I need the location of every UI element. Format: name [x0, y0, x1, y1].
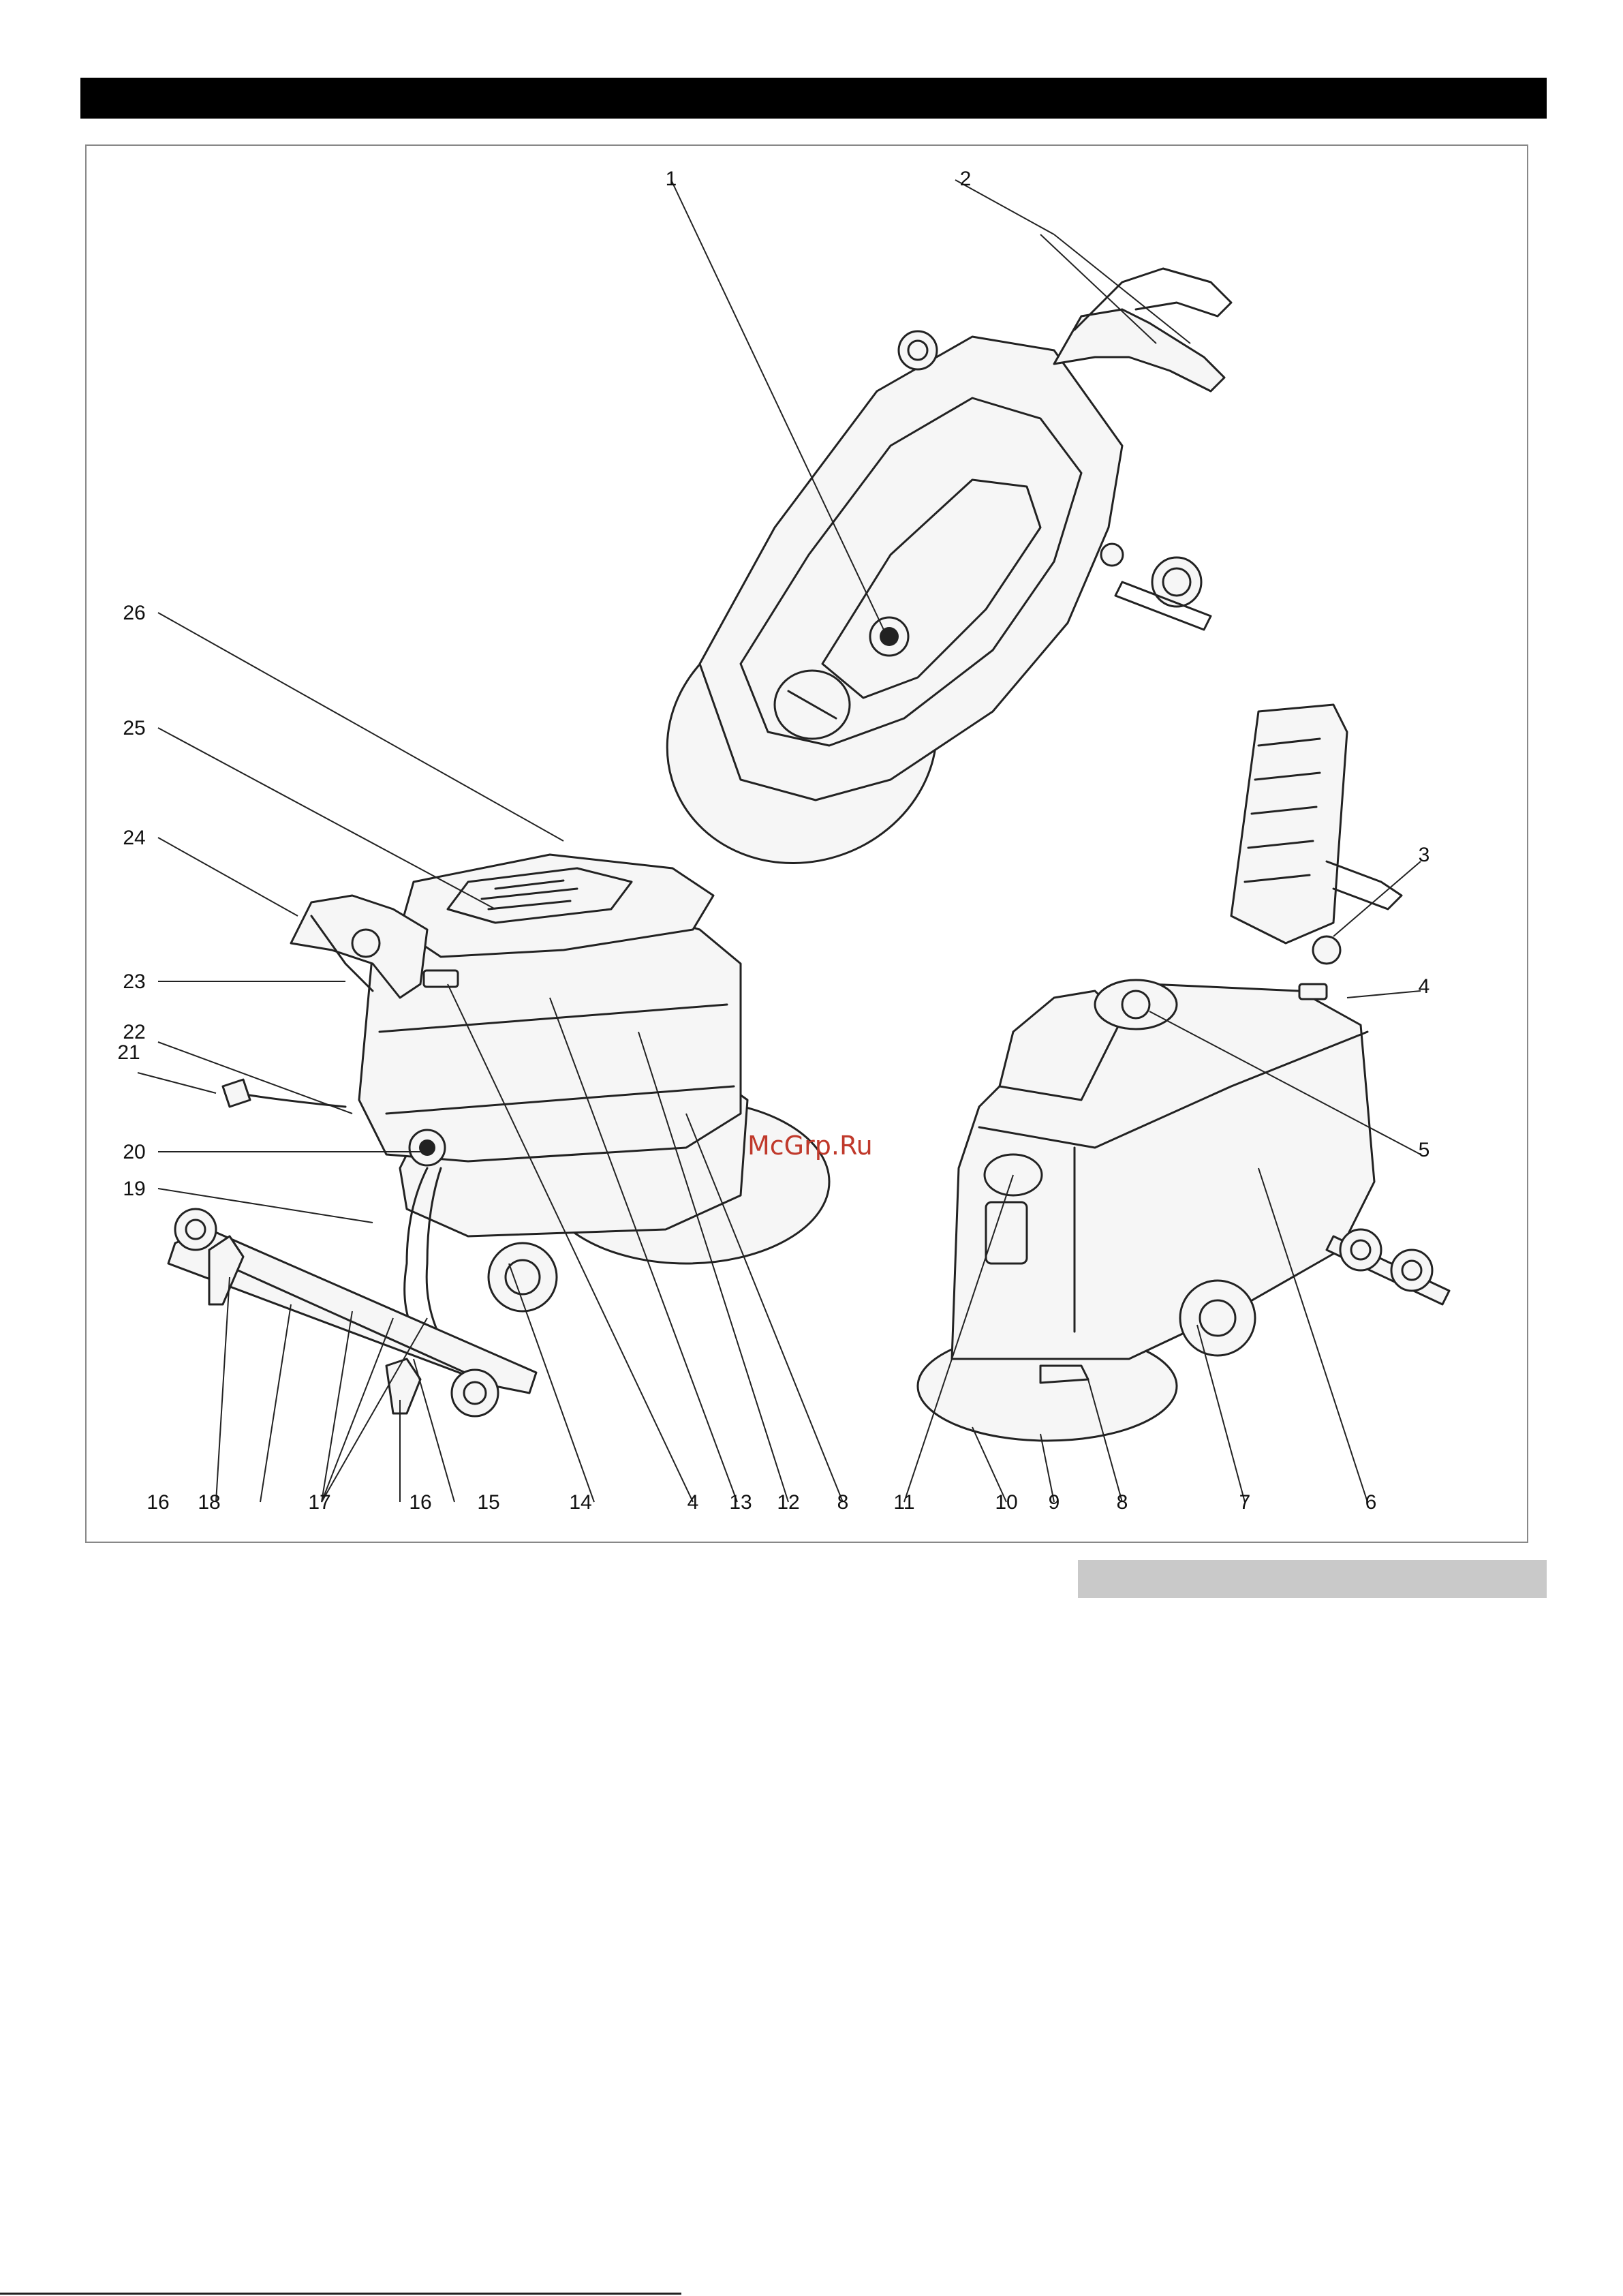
callout-15: 15 — [477, 1491, 499, 1514]
callout-21: 21 — [117, 1041, 140, 1064]
callout-12: 12 — [777, 1491, 799, 1514]
section-heading-band — [1078, 1560, 1547, 1598]
callout-19: 19 — [123, 1178, 145, 1200]
callout-8: 8 — [1117, 1491, 1128, 1514]
callout-16: 16 — [146, 1491, 169, 1514]
callout-3: 3 — [1419, 844, 1430, 866]
callout-4: 4 — [1419, 975, 1430, 998]
header-bar — [80, 78, 1547, 119]
callout-26: 26 — [123, 602, 145, 624]
callout-5: 5 — [1419, 1139, 1430, 1161]
callout-4b: 4 — [687, 1491, 699, 1514]
callout-23: 23 — [123, 970, 145, 993]
callout-2: 2 — [960, 168, 972, 190]
callout-18: 18 — [198, 1491, 220, 1514]
left-machine-drawing — [168, 855, 829, 1416]
top-machine-drawing — [632, 269, 1231, 901]
device-illustration: 1 2 3 4 5 6 7 8 9 10 11 8 12 13 4 14 15 … — [87, 146, 1530, 1544]
callout-11: 11 — [893, 1491, 914, 1514]
callout-1: 1 — [666, 168, 677, 190]
callout-14: 14 — [569, 1491, 591, 1514]
device-overview-figure: 1 2 3 4 5 6 7 8 9 10 11 8 12 13 4 14 15 … — [85, 144, 1528, 1543]
callout-8b: 8 — [837, 1491, 849, 1514]
footer-rule — [0, 2293, 681, 2295]
callout-22: 22 — [123, 1021, 145, 1043]
right-machine-drawing — [918, 705, 1449, 1441]
callout-9: 9 — [1049, 1491, 1060, 1514]
callout-17: 17 — [308, 1491, 330, 1514]
callout-6: 6 — [1365, 1491, 1377, 1514]
callout-10: 10 — [995, 1491, 1017, 1514]
watermark-text: McGrp.Ru — [747, 1131, 873, 1161]
callout-7: 7 — [1239, 1491, 1251, 1514]
callout-16b: 16 — [409, 1491, 431, 1514]
callout-20: 20 — [123, 1141, 145, 1163]
callout-24: 24 — [123, 827, 145, 849]
callout-13: 13 — [729, 1491, 752, 1514]
callout-25: 25 — [123, 717, 145, 739]
